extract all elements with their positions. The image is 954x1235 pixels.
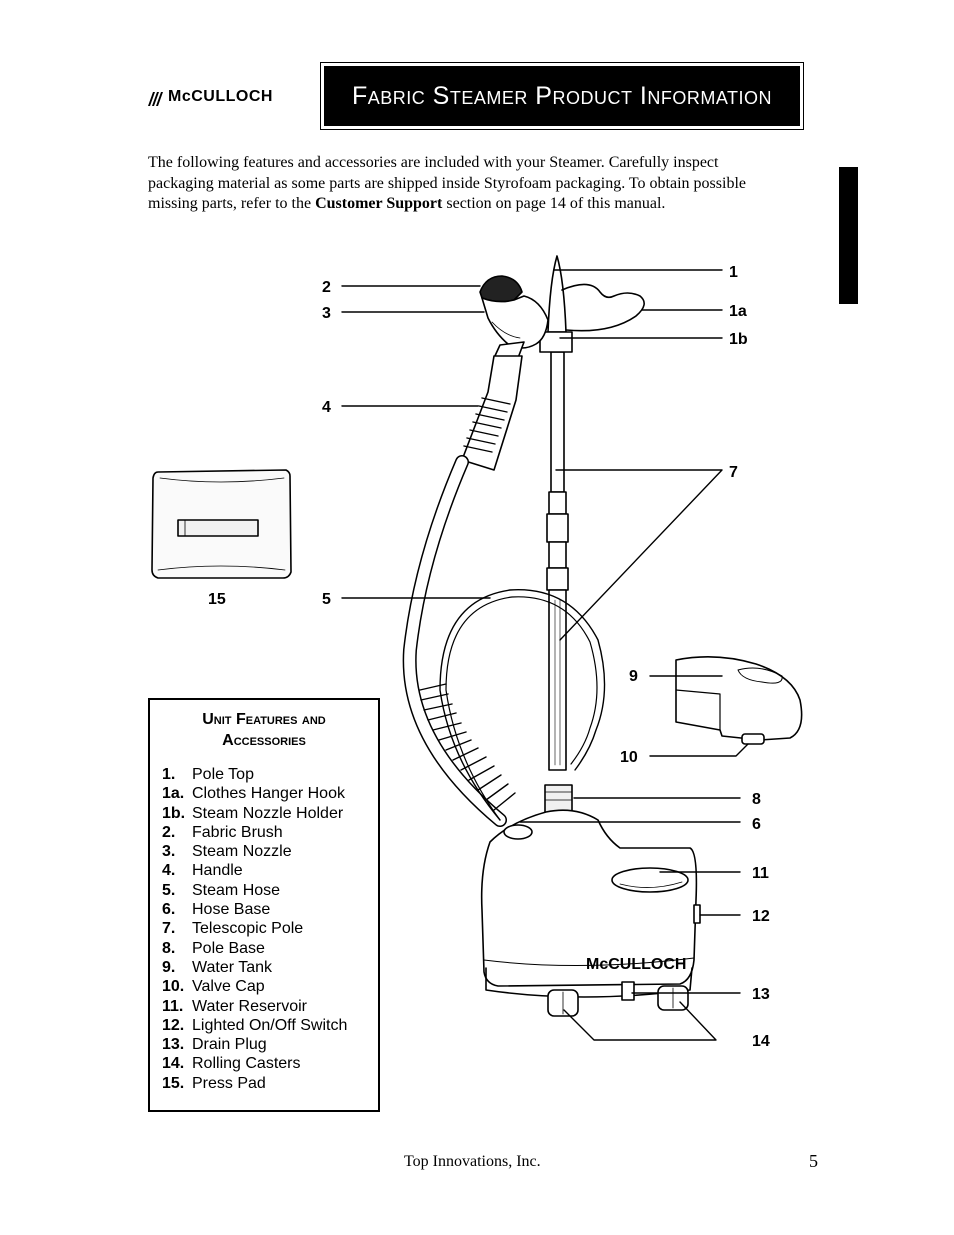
legend-item-number: 11. (162, 997, 184, 1015)
legend-item-number: 1a. (162, 785, 185, 803)
legend-item-label: Water Reservoir (192, 997, 307, 1015)
callout-14: 14 (752, 1033, 770, 1050)
page-number: 5 (809, 1151, 818, 1171)
legend-item: 8. Pole Base (162, 939, 378, 958)
legend-item-label: Pole Top (192, 766, 254, 783)
callout-1a: 1a (729, 303, 747, 320)
legend-item-number: 14. (162, 1055, 185, 1073)
legend-item: 2. Fabric Brush (162, 823, 378, 842)
legend-item: 1. Pole Top (162, 765, 378, 784)
legend-item-label: Lighted On/Off Switch (192, 1016, 348, 1034)
page-title-box: Fabric Steamer Product Information (320, 62, 804, 130)
legend-item: 3. Steam Nozzle (162, 842, 378, 861)
legend-item-number: 9. (162, 958, 176, 976)
callout-12: 12 (752, 908, 770, 925)
pole-top-illustration (539, 255, 645, 353)
footer-company: Top Innovations, Inc. (404, 1153, 541, 1170)
callout-3: 3 (322, 305, 331, 322)
legend-item: 7. Telescopic Pole (162, 919, 378, 938)
legend-item-number: 12. (162, 1016, 185, 1034)
legend-item-number: 8. (162, 939, 176, 957)
legend-item-number: 5. (162, 881, 176, 899)
legend-item-number: 7. (162, 920, 176, 938)
legend-item: 14. Rolling Casters (162, 1054, 378, 1073)
legend-item-number: 3. (162, 843, 176, 861)
callout-leader-lines (341, 269, 749, 1041)
legend-item-label: Steam Hose (192, 881, 281, 899)
customer-support-reference: Customer Support (315, 195, 443, 212)
legend-item-label: Pole Base (192, 939, 265, 957)
legend-item-number: 13. (162, 1036, 185, 1054)
page-title: Fabric Steamer Product Information (324, 66, 800, 126)
section-tab-marker (839, 167, 858, 304)
telescopic-pole-illustration (544, 351, 573, 814)
legend-item-number: 15. (162, 1074, 185, 1092)
base-unit-illustration (480, 809, 701, 1017)
legend-item: 13. Drain Plug (162, 1035, 378, 1054)
legend-item-label: Handle (192, 862, 243, 880)
callout-15: 15 (208, 591, 226, 608)
legend-item: 12. Lighted On/Off Switch (162, 1016, 378, 1035)
legend-item-label: Press Pad (192, 1074, 266, 1092)
legend-item: 4. Handle (162, 861, 378, 880)
water-tank-illustration (675, 656, 803, 745)
legend-item-label: Valve Cap (192, 978, 265, 996)
brand-name: McCULLOCH (168, 88, 273, 105)
callout-2: 2 (322, 279, 331, 296)
callout-5: 5 (322, 591, 331, 608)
callout-1b: 1b (729, 331, 748, 348)
intro-text: The following features and accessories a… (148, 154, 746, 212)
callout-11: 11 (752, 865, 769, 882)
mcculloch-logo-mark-icon (148, 92, 163, 106)
legend-title-line2: Accessories (222, 732, 306, 749)
legend-item: 10. Valve Cap (162, 977, 378, 996)
intro-text-end: section on page 14 of this manual. (442, 195, 666, 212)
legend-item-label: Steam Nozzle (192, 843, 292, 861)
legend-item: 1a. Clothes Hanger Hook (162, 784, 378, 803)
legend-item-label: Water Tank (192, 958, 273, 976)
base-brand-label: McCULLOCH (586, 956, 686, 973)
legend-item-label: Fabric Brush (192, 823, 283, 841)
legend-item-label: Telescopic Pole (192, 920, 304, 938)
legend-item: 9. Water Tank (162, 958, 378, 977)
handle-illustration (461, 355, 523, 471)
legend-item-number: 1. (162, 766, 176, 783)
press-pad-illustration (151, 469, 292, 579)
callout-4: 4 (322, 399, 331, 416)
intro-paragraph: The following features and accessories a… (148, 153, 788, 215)
legend-item-number: 6. (162, 901, 176, 919)
brand-logo: McCULLOCH (148, 88, 310, 112)
legend-item-label: Steam Nozzle Holder (192, 804, 344, 822)
callout-13: 13 (752, 986, 770, 1003)
callout-9: 9 (629, 668, 638, 685)
legend-item: 1b. Steam Nozzle Holder (162, 804, 378, 823)
legend-item: 15. Press Pad (162, 1074, 378, 1093)
callout-10: 10 (620, 749, 638, 766)
callout-1: 1 (729, 264, 738, 281)
legend-item: 11. Water Reservoir (162, 997, 378, 1016)
legend-item: 6. Hose Base (162, 900, 378, 919)
legend-item: 5. Steam Hose (162, 881, 378, 900)
callout-6: 6 (752, 816, 761, 833)
legend-item-label: Hose Base (192, 901, 271, 919)
legend-title-line1: Unit Features and (202, 711, 326, 728)
legend-title: Unit Features and Accessories (150, 709, 378, 751)
legend-item-label: Rolling Casters (192, 1055, 301, 1073)
steam-nozzle-illustration (479, 275, 549, 359)
legend-item-label: Clothes Hanger Hook (192, 785, 345, 803)
legend-item-number: 1b. (162, 804, 186, 822)
legend-list: 1. Pole Top 1a. Clothes Hanger Hook 1b. Ste… (162, 765, 378, 1093)
steam-hose-illustration (402, 455, 606, 827)
features-legend-box: Unit Features and Accessories 1. Pole Top… (148, 698, 380, 1112)
legend-item-number: 4. (162, 862, 176, 880)
legend-item-number: 2. (162, 823, 176, 841)
legend-item-number: 10. (162, 978, 185, 996)
legend-item-label: Drain Plug (192, 1036, 267, 1054)
callout-7: 7 (729, 464, 738, 481)
callout-8: 8 (752, 791, 761, 808)
